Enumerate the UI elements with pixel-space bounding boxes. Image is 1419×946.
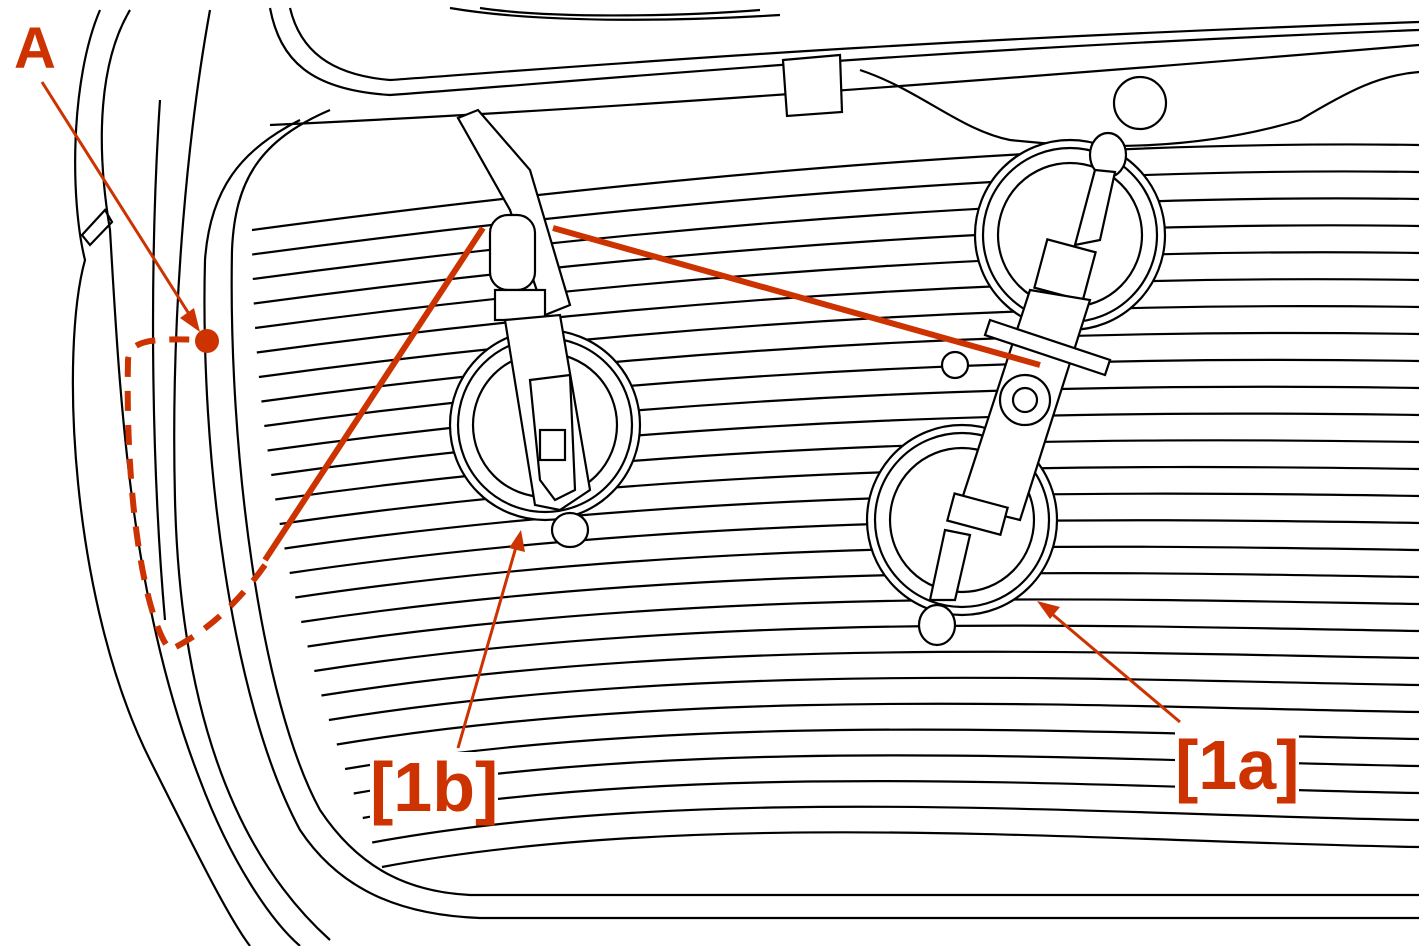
heater-line — [264, 358, 1419, 428]
heater-line — [279, 465, 1419, 526]
strap-line-left — [262, 226, 486, 562]
body-outline — [71, 6, 1419, 946]
callout-label-a: A — [14, 16, 56, 81]
callout-lines — [40, 81, 1181, 749]
callout-label-1b: [1b] — [370, 748, 499, 826]
heater-line — [328, 676, 1419, 722]
heater-line — [314, 624, 1419, 673]
heater-line — [258, 305, 1419, 379]
heater-line — [261, 331, 1419, 403]
heater-line — [336, 702, 1419, 746]
heater-line — [307, 598, 1419, 648]
heater-line — [321, 650, 1419, 697]
heater-line — [371, 805, 1419, 844]
strap-line-right — [552, 225, 1041, 368]
heater-line — [301, 572, 1419, 624]
suction-cup-1b — [448, 108, 642, 549]
suction-cup-1a — [865, 131, 1167, 647]
heater-line — [256, 278, 1419, 354]
heater-line — [295, 545, 1419, 599]
dashed-route — [124, 336, 268, 654]
heater-line — [271, 412, 1419, 477]
heater-line — [381, 831, 1419, 869]
point-a-marker — [195, 329, 219, 353]
callout-label-1a: [1a] — [1175, 726, 1300, 804]
heater-line — [254, 251, 1419, 330]
heater-line — [253, 224, 1419, 305]
heater-line — [275, 439, 1419, 501]
heater-line — [252, 170, 1419, 256]
heater-line — [251, 143, 1419, 232]
heater-line — [252, 197, 1419, 281]
